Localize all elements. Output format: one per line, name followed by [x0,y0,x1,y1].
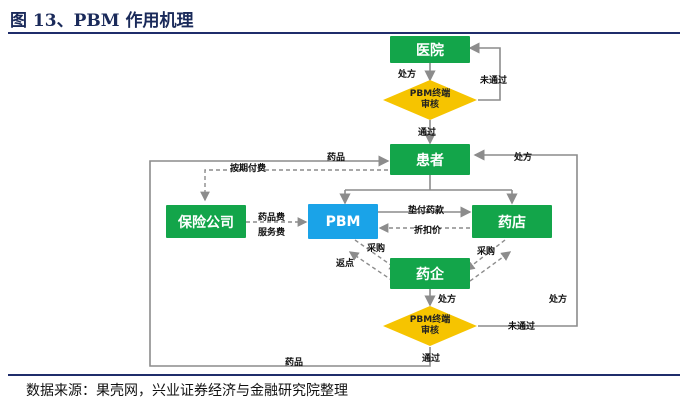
label-purchase-pharmacy: 采购 [477,247,496,257]
label-rejected-top: 未通过 [480,76,508,86]
label-approved-top: 通过 [418,128,437,138]
pbm-review-bottom: PBM终端审核 [382,305,478,347]
label-advance-payment: 垫付药款 [408,206,445,216]
pbm-node: PBM [308,204,378,239]
label-drug-fee: 药品费 [258,213,286,223]
pharma-node: 药企 [390,258,470,289]
label-prescription-pharma: 处方 [438,295,457,305]
source-note: 数据来源：果壳网，兴业证券经济与金融研究院整理 [26,383,348,399]
patient-node: 患者 [390,144,470,175]
label-discount-price: 折扣价 [414,226,442,236]
label-service-fee: 服务费 [258,228,286,238]
pbm-review-top: PBM终端审核 [382,79,478,121]
label-approved-bottom: 通过 [422,354,441,364]
bottom-divider [8,374,680,376]
top-divider [8,32,680,34]
label-rejected-bottom: 未通过 [508,322,536,332]
insurer-node: 保险公司 [166,205,246,238]
hospital-node: 医院 [390,36,470,63]
label-prescription-far-right: 处方 [549,295,568,305]
pharmacy-node: 药店 [472,205,552,238]
figure-title: 图 13、PBM 作用机理 [10,11,194,31]
label-pay-on-time: 按期付费 [230,164,267,174]
label-prescription-top: 处方 [398,70,417,80]
pbm-review-top-label: PBM终端审核 [409,89,451,110]
label-drugs-left: 药品 [327,153,346,163]
label-prescription-right: 处方 [514,153,533,163]
pbm-review-bottom-label: PBM终端审核 [409,315,451,336]
label-drugs-bottom: 药品 [285,358,304,368]
label-rebate: 返点 [336,259,355,269]
label-purchase-pbm: 采购 [367,244,386,254]
